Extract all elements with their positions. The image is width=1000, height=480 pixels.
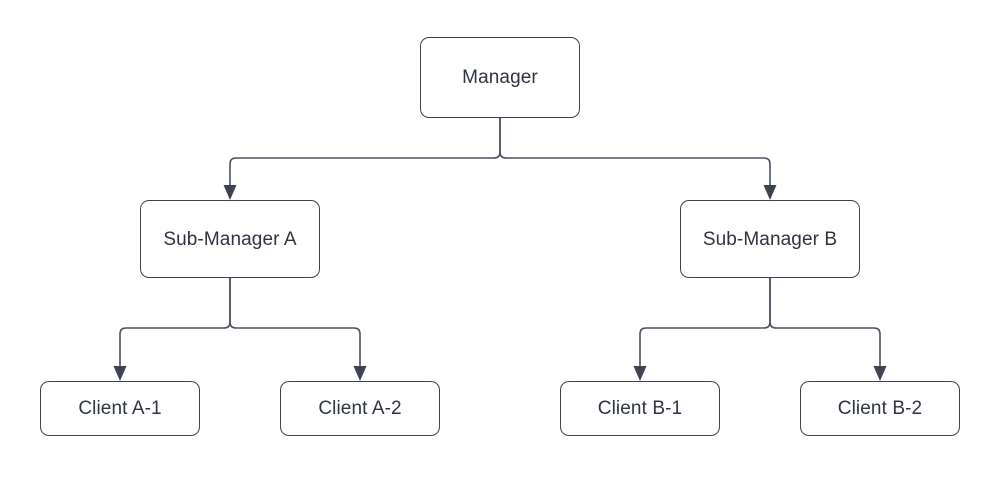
edge-manager-to-sub-manager-b xyxy=(499,118,777,200)
node-manager-label: Manager xyxy=(462,67,538,88)
arrowhead-icon xyxy=(113,366,127,381)
node-sub-manager-b[interactable]: Sub-Manager B xyxy=(680,200,860,278)
edge-sub-manager-a-to-client-a2 xyxy=(229,278,367,381)
node-client-a2[interactable]: Client A-2 xyxy=(280,381,440,436)
arrowhead-icon xyxy=(633,366,647,381)
arrowhead-icon xyxy=(763,185,777,200)
node-client-b2[interactable]: Client B-2 xyxy=(800,381,960,436)
node-client-b1-label: Client B-1 xyxy=(597,398,683,419)
node-client-a1[interactable]: Client A-1 xyxy=(40,381,200,436)
node-client-b1[interactable]: Client B-1 xyxy=(560,381,720,436)
node-sub-manager-a-label: Sub-Manager A xyxy=(163,228,297,250)
node-sub-manager-b-label: Sub-Manager B xyxy=(702,228,838,250)
edge-sub-manager-a-to-client-a1 xyxy=(113,278,231,381)
edge-manager-to-sub-manager-a xyxy=(223,118,501,200)
node-client-a2-label: Client A-2 xyxy=(318,398,402,419)
node-sub-manager-a[interactable]: Sub-Manager A xyxy=(140,200,320,278)
arrowhead-icon xyxy=(873,366,887,381)
arrowhead-icon xyxy=(223,185,237,200)
edge-sub-manager-b-to-client-b1 xyxy=(633,278,771,381)
node-manager[interactable]: Manager xyxy=(420,37,580,118)
node-client-b2-label: Client B-2 xyxy=(837,398,923,419)
edge-sub-manager-b-to-client-b2 xyxy=(769,278,887,381)
arrowhead-icon xyxy=(353,366,367,381)
node-client-a1-label: Client A-1 xyxy=(78,398,162,419)
